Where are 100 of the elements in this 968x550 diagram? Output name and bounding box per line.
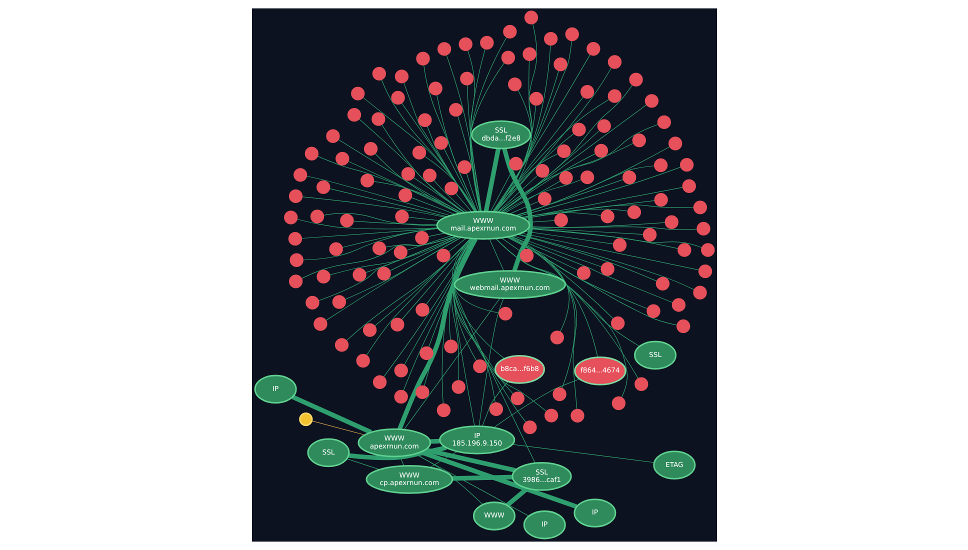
connector: [322, 212, 437, 226]
connector: [478, 298, 504, 426]
connector: [520, 208, 628, 218]
node-circle: [580, 170, 594, 184]
node-circle: [700, 243, 714, 257]
node-circle: [646, 304, 660, 318]
connector: [492, 23, 537, 212]
node-circle: [288, 232, 302, 246]
connector: [362, 97, 476, 212]
connector: [466, 50, 480, 212]
connector: [500, 238, 522, 252]
connector: [452, 238, 474, 426]
node-circle: [508, 78, 522, 92]
node-circle: [304, 146, 318, 160]
connector: [521, 187, 683, 218]
connector: [425, 238, 474, 305]
node-circle: [692, 200, 707, 214]
connector: [358, 118, 465, 213]
node-circle: [550, 330, 564, 344]
node-circle: [451, 380, 465, 394]
node-circle: [458, 37, 472, 52]
node-circle: [313, 317, 327, 331]
connector: [509, 236, 575, 389]
connector: [493, 96, 584, 212]
connector: [402, 238, 476, 392]
connector: [522, 204, 694, 219]
node-circle: [436, 248, 450, 262]
node-circle: [414, 231, 428, 245]
node-circle: [626, 205, 641, 220]
node-circle: [696, 222, 710, 236]
node-circle: [488, 402, 503, 416]
node-circle: [580, 85, 594, 99]
node-circle: [564, 27, 578, 42]
connector: [301, 196, 446, 218]
connector: [406, 235, 452, 251]
connector: [507, 236, 578, 271]
node-circle: [444, 182, 458, 196]
node-circle: [544, 408, 558, 422]
node-circle: [607, 89, 621, 103]
node-circle: [664, 215, 678, 229]
connector: [496, 174, 538, 212]
connector: [300, 228, 438, 239]
connector: [493, 98, 610, 212]
node-circle: [586, 42, 600, 56]
connector: [466, 84, 481, 212]
node-circle: [372, 241, 386, 256]
connector: [436, 94, 477, 212]
node-circle: [412, 146, 426, 160]
connector: [291, 394, 372, 434]
node-circle: [594, 144, 608, 158]
node-circle: [682, 179, 696, 193]
connector: [500, 130, 600, 213]
node-circle: [642, 228, 656, 242]
connector: [400, 102, 475, 212]
connector: [510, 236, 673, 303]
node-circle: [335, 152, 349, 166]
node-circle: [572, 122, 586, 136]
node-circle: [519, 248, 534, 262]
node-circle: [394, 70, 408, 84]
node-circle: [698, 264, 712, 278]
node-circle: [668, 136, 682, 150]
connector: [492, 54, 590, 212]
node-circle: [288, 274, 302, 288]
node-circle: [436, 42, 451, 56]
connector: [508, 236, 614, 320]
connector: [504, 180, 560, 214]
connector: [494, 133, 574, 212]
connector: [514, 179, 624, 216]
node-circle: [289, 253, 303, 267]
node-circle: [556, 144, 570, 158]
connector: [516, 165, 654, 216]
connector: [348, 445, 446, 460]
node-circle: [554, 213, 568, 227]
connector: [512, 235, 602, 268]
connector: [296, 218, 438, 230]
node-circle: [372, 375, 386, 389]
node-circle: [356, 354, 370, 368]
node-circle: [418, 113, 432, 127]
node-circle: [415, 302, 429, 317]
connector: [328, 188, 447, 217]
connector: [429, 451, 457, 468]
node-circle: [346, 108, 361, 122]
node-circle: [310, 210, 324, 224]
node-circle: [537, 192, 552, 206]
connector: [452, 238, 496, 404]
node-circle: [655, 276, 670, 290]
connector: [446, 54, 482, 212]
node-circle: [332, 295, 346, 309]
node-circle: [415, 385, 429, 400]
connector: [374, 238, 471, 326]
node-circle: [394, 390, 408, 404]
node-circle: [298, 412, 312, 426]
node-circle: [372, 66, 386, 81]
connector: [456, 115, 481, 212]
node-circle: [390, 90, 404, 105]
connector: [517, 234, 657, 282]
connector: [443, 148, 476, 212]
connector: [426, 126, 474, 212]
node-circle: [428, 82, 442, 96]
connector: [338, 139, 462, 214]
